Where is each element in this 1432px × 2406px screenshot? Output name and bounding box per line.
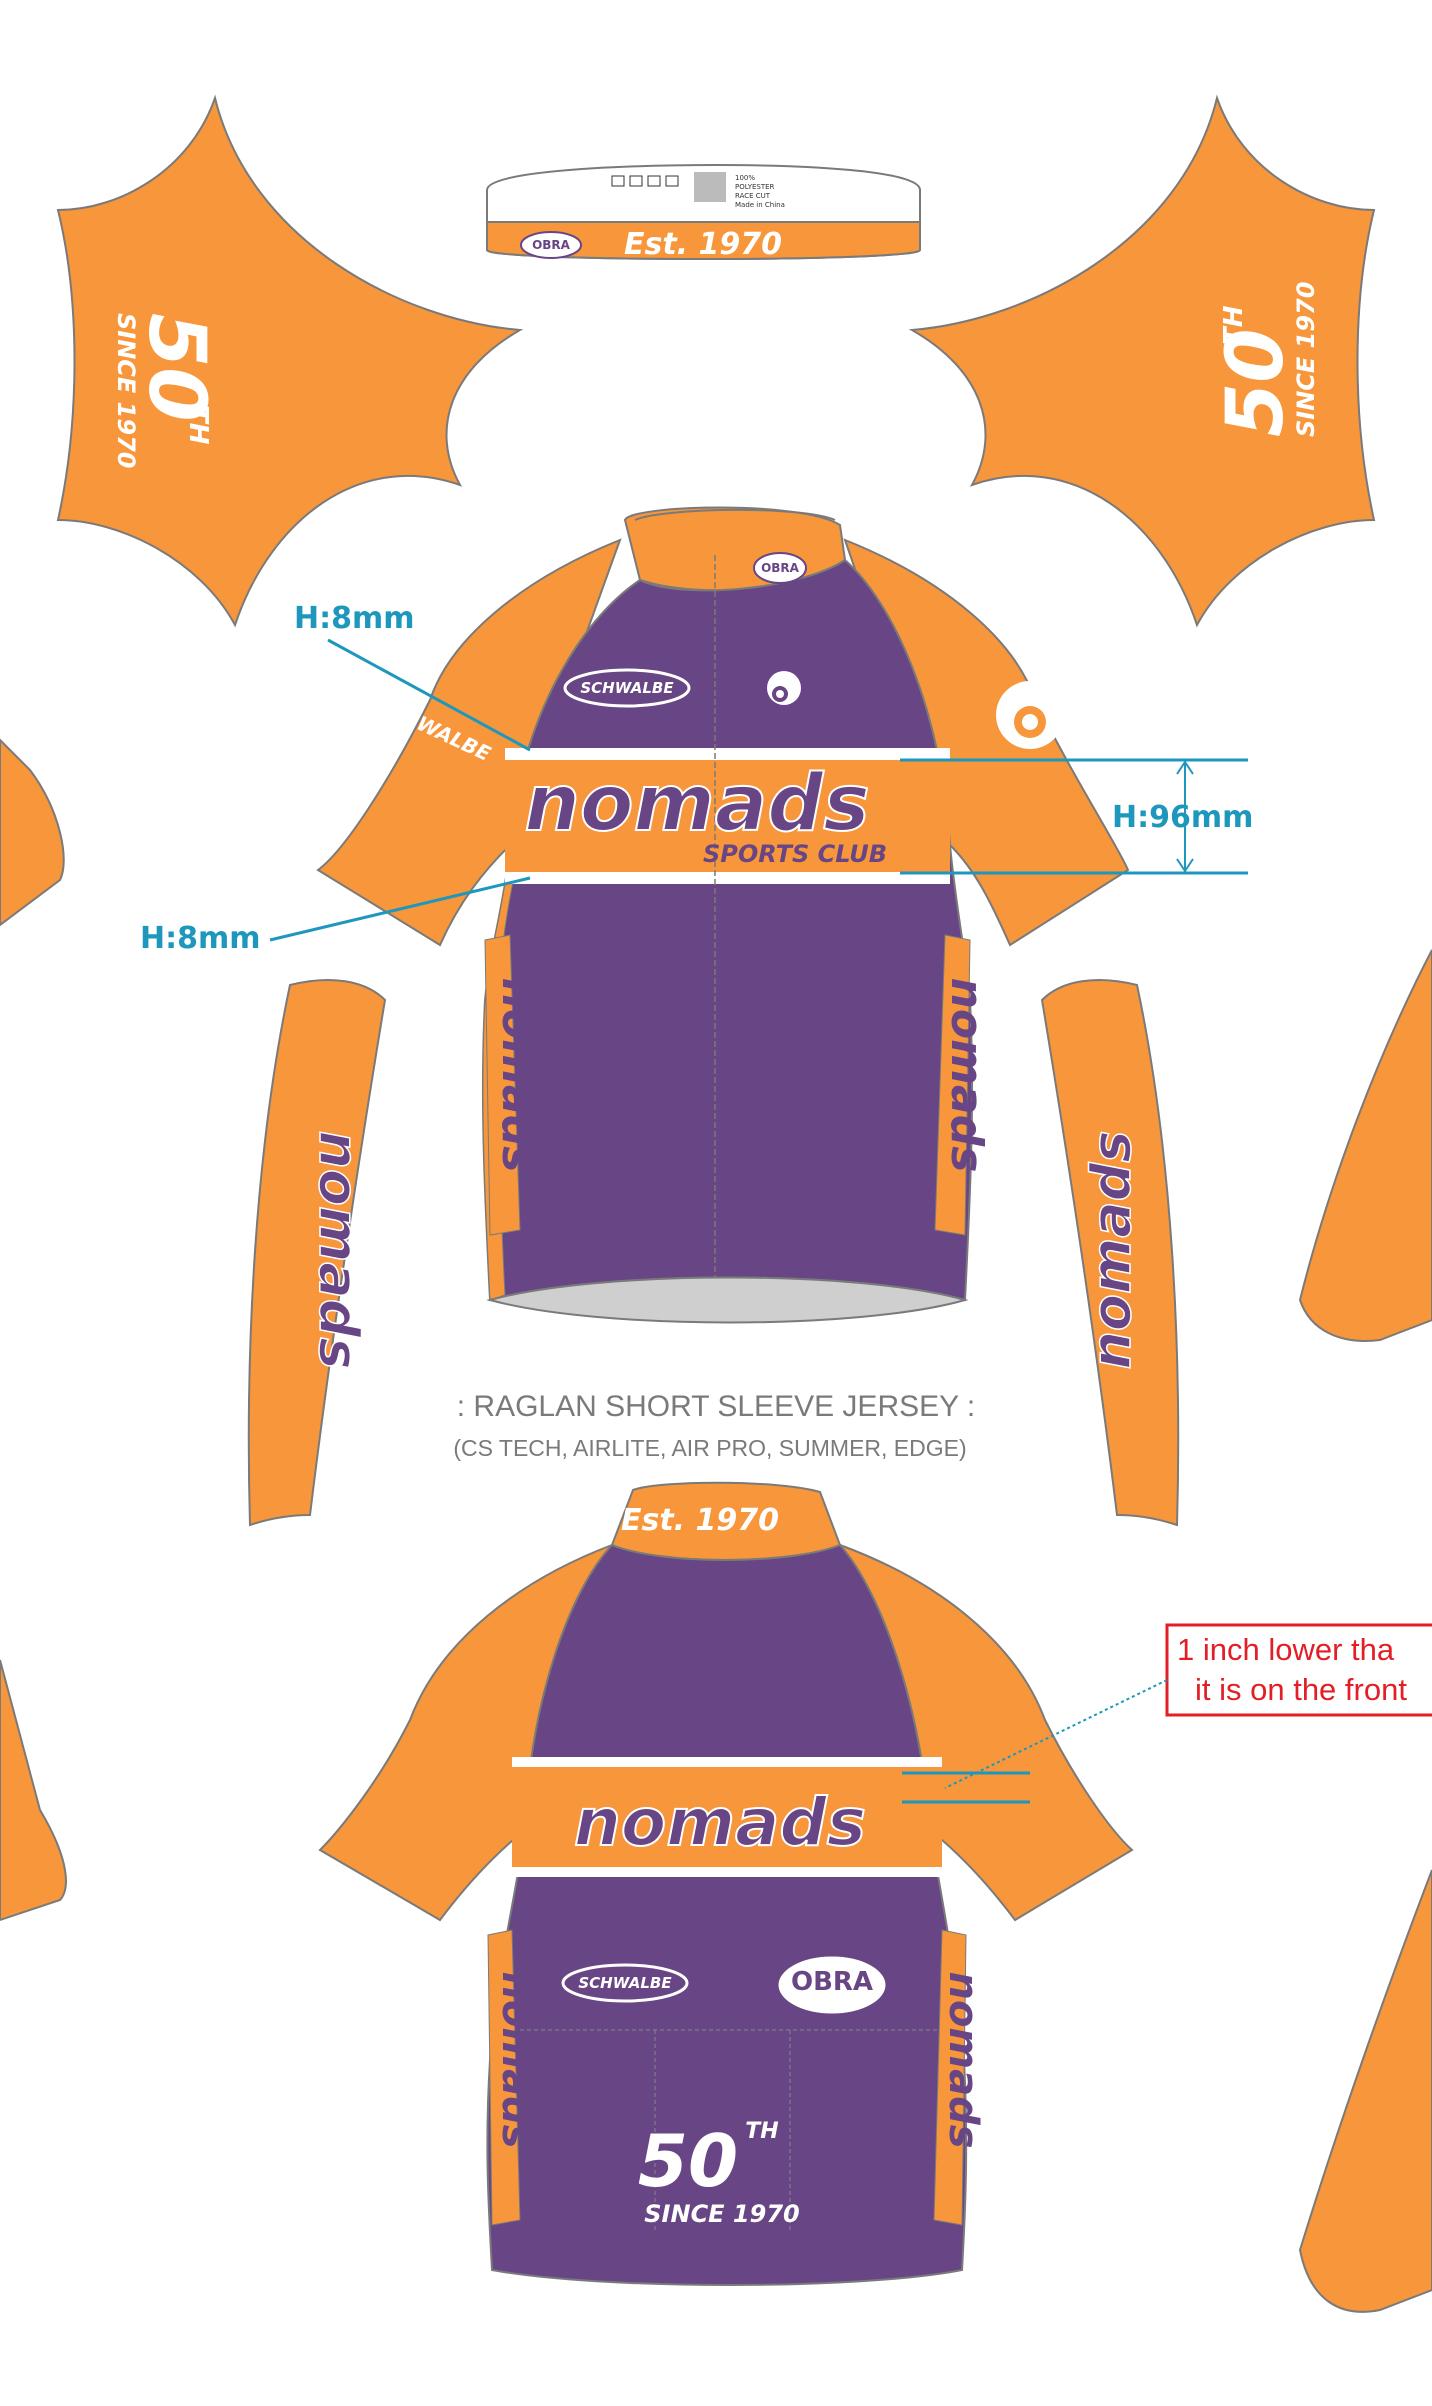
back-nomads-text: nomads [574,1784,866,1861]
back-schwalbe-text: SCHWALBE [578,1974,672,1992]
front-top-stripe-white [505,748,950,760]
left-sleeve-th: TH [183,405,213,445]
caption-subtitle: (CS TECH, AIRLITE, AIR PRO, SUMMER, EDGE… [453,1435,966,1461]
front-sports-club-text: SPORTS CLUB [703,840,887,868]
edge-right-partial-2 [1298,1869,1432,2313]
care-label: 100% POLYESTER RACE CUT Made in China [611,172,785,209]
back-right-sleeve [838,1543,1134,1922]
callout-leader-line [944,1679,1168,1789]
right-sleeve-50: 50 [1211,328,1301,437]
edge-left-partial-1 [0,738,65,927]
dim-top-stripe-label: H:8mm [294,601,415,636]
right-sleeve-icon [996,681,1064,749]
back-collar-text: Est. 1970 [621,1503,779,1538]
collar-panel: 100% POLYESTER RACE CUT Made in China OB… [486,163,921,262]
front-schwalbe-text: SCHWALBE [580,679,674,697]
front-left-side-band [484,934,521,1236]
collar-obra-text: OBRA [532,238,571,252]
dim-bottom-stripe-label: H:8mm [140,921,261,956]
dimension-annotations: H:8mm H:8mm H:96mm [140,601,1253,956]
back-bottom-stripe-white [512,1867,942,1877]
front-right-side-text: nomads [941,978,992,1173]
right-sleeve-since: SINCE 1970 [1292,282,1320,437]
back-th-text: TH [745,2119,778,2144]
cyclist-head-icon [767,671,801,705]
lower-left-sleeve-text: nomads [307,1130,370,1369]
front-right-sleeve [843,538,1130,947]
care-label-line-3: RACE CUT [735,192,771,200]
front-bottom-stripe-white [505,872,950,884]
back-50-text: 50 [638,2119,738,2203]
back-right-side-band [933,1929,967,2226]
care-label-line-4: Made in China [735,201,785,209]
edge-left-partial-2 [0,1659,67,1922]
callout-line-2: it is on the front [1195,1672,1407,1707]
back-jersey: Est. 1970 nomads SCHWALBE OBRA 50 TH SIN… [318,1481,1134,2286]
back-obra-logo [775,1953,889,2017]
left-sleeve-50: 50 [131,313,221,422]
lower-left-sleeve [247,979,387,1527]
lower-right-sleeve [1040,979,1180,1527]
front-left-side-text: nomads [492,978,543,1173]
front-collar-obra-text: OBRA [761,561,800,575]
back-band [512,1767,942,1867]
care-label-line-1: 100% [735,174,755,182]
lower-right-sleeve-text: nomads [1080,1130,1143,1369]
back-left-side-text: nomads [493,1971,539,2148]
front-nomads-text: nomads [524,759,869,849]
back-left-side-band [487,1929,521,2226]
callout-line-1: 1 inch lower tha [1177,1632,1395,1667]
back-schwalbe-logo [561,1963,689,2003]
back-right-side-text: nomads [940,1971,986,2148]
caption-title: : RAGLAN SHORT SLEEVE JERSEY : [457,1390,976,1423]
front-right-side-band [934,934,971,1236]
back-left-sleeve [318,1543,614,1922]
callout-box: 1 inch lower tha it is on the front [944,1623,1432,1789]
front-jersey: OBRA SCHWALBE nomads SPORTS CLUB SCHWALB… [316,506,1130,1324]
care-label-line-2: POLYESTER [735,183,775,191]
right-sleeve-panel [908,94,1376,628]
edge-right-partial-1 [1298,949,1432,1342]
collar-obra-logo [520,231,582,259]
front-collar-obra-logo [753,552,807,584]
front-hem [486,1276,969,1324]
left-sleeve-panel [56,94,524,628]
back-since-text: SINCE 1970 [644,2200,799,2228]
dim-band-height-label: H:96mm [1112,800,1253,835]
back-top-stripe-white [512,1757,942,1767]
right-sleeve-th: TH [1219,305,1249,345]
front-chest-band [505,760,950,872]
collar-est-text: Est. 1970 [624,227,782,262]
front-schwalbe-logo [563,668,691,708]
back-obra-text: OBRA [791,1967,873,1997]
left-sleeve-since: SINCE 1970 [112,313,140,468]
